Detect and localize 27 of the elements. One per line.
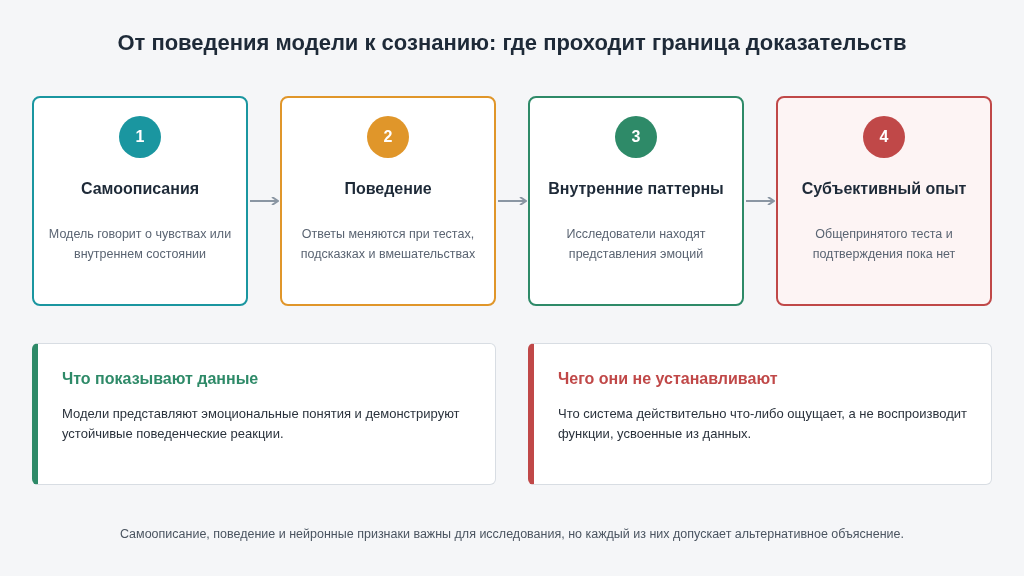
arrow [745, 196, 775, 206]
step-card [776, 96, 992, 306]
step-description: Модель говорит о чувствах или внутреннем состоянии [47, 226, 233, 263]
step-card [32, 96, 248, 306]
step-number: 2 [367, 116, 409, 158]
panel-heading: Что показывают данные [62, 370, 260, 388]
panel-text: Что система действительно что-либо ощущает, а не воспроизводит функции, усвоенные из данных. [558, 405, 967, 443]
step-card [280, 96, 496, 306]
step-title: Внутренние паттерны [548, 180, 724, 198]
caption: Самоописание, поведение и нейронные признаки важны для исследования, но каждый из них допускает альтернативное объяснение. [118, 527, 906, 541]
step-number: 3 [615, 116, 657, 158]
step-description: Общепринятого теста и подтверждения пока нет [811, 226, 957, 263]
step-description: Исследователи находят представления эмоций [565, 226, 707, 263]
step-title: Самоописания [80, 180, 200, 198]
info-panel [32, 343, 496, 485]
step-card [528, 96, 744, 306]
step-description: Ответы меняются при тестах, подсказках и вмешательствах [299, 226, 477, 263]
diagram-title: От поведения модели к сознанию: где проходит граница доказательств [116, 30, 908, 56]
step-title: Поведение [344, 180, 432, 198]
step-number: 4 [863, 116, 905, 158]
step-title: Субъективный опыт [801, 180, 967, 198]
panel-heading: Чего они не устанавливают [558, 370, 779, 388]
panel-text: Модели представляют эмоциональные понятия и демонстрируют устойчивые поведенческие реакции. [62, 405, 461, 443]
arrow [249, 196, 279, 206]
step-number: 1 [119, 116, 161, 158]
info-panel [528, 343, 992, 485]
arrow [497, 196, 527, 206]
